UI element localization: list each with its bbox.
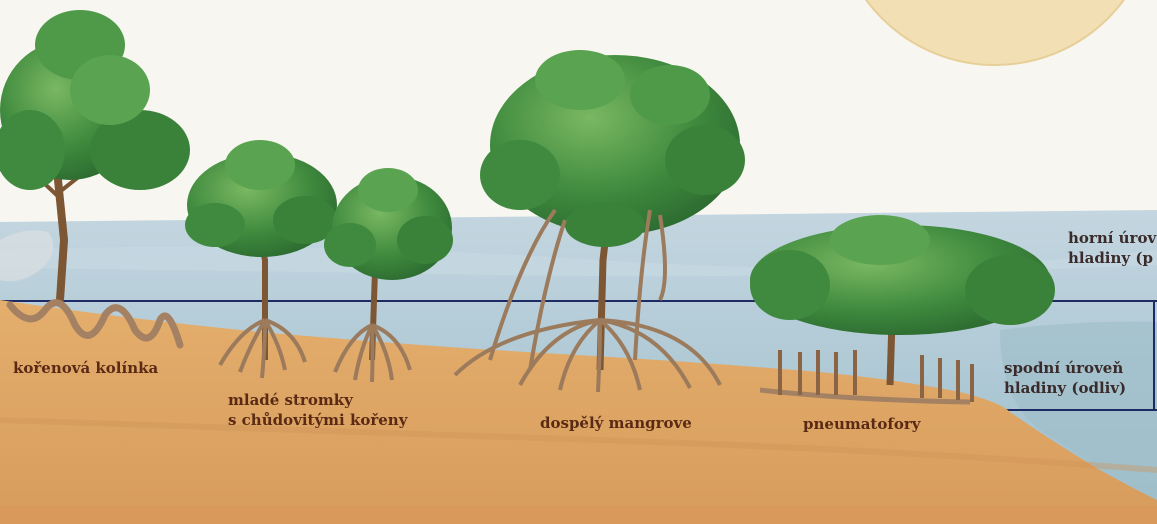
label-high-tide: horní úrov hladiny (p xyxy=(1068,228,1156,268)
label-high-tide-line2: hladiny (p xyxy=(1068,248,1156,268)
label-low-tide-line1: spodní úroveň xyxy=(1004,358,1126,378)
label-pneumatophores: pneumatofory xyxy=(803,414,920,434)
label-pneumatophores-text: pneumatofory xyxy=(803,414,920,434)
label-adult-mangrove: dospělý mangrove xyxy=(540,413,692,433)
label-knee-roots: kořenová kolínka xyxy=(13,358,158,378)
label-young-trees-line1: mladé stromky xyxy=(228,390,407,410)
label-young-trees: mladé stromky s chůdovitými kořeny xyxy=(228,390,407,430)
label-young-trees-line2: s chůdovitými kořeny xyxy=(228,410,407,430)
label-low-tide-line2: hladiny (odliv) xyxy=(1004,378,1126,398)
sand-bottom xyxy=(0,505,1157,524)
label-high-tide-line1: horní úrov xyxy=(1068,228,1156,248)
label-knee-roots-text: kořenová kolínka xyxy=(13,358,158,378)
label-adult-mangrove-text: dospělý mangrove xyxy=(540,413,692,433)
label-low-tide: spodní úroveň hladiny (odliv) xyxy=(1004,358,1126,398)
